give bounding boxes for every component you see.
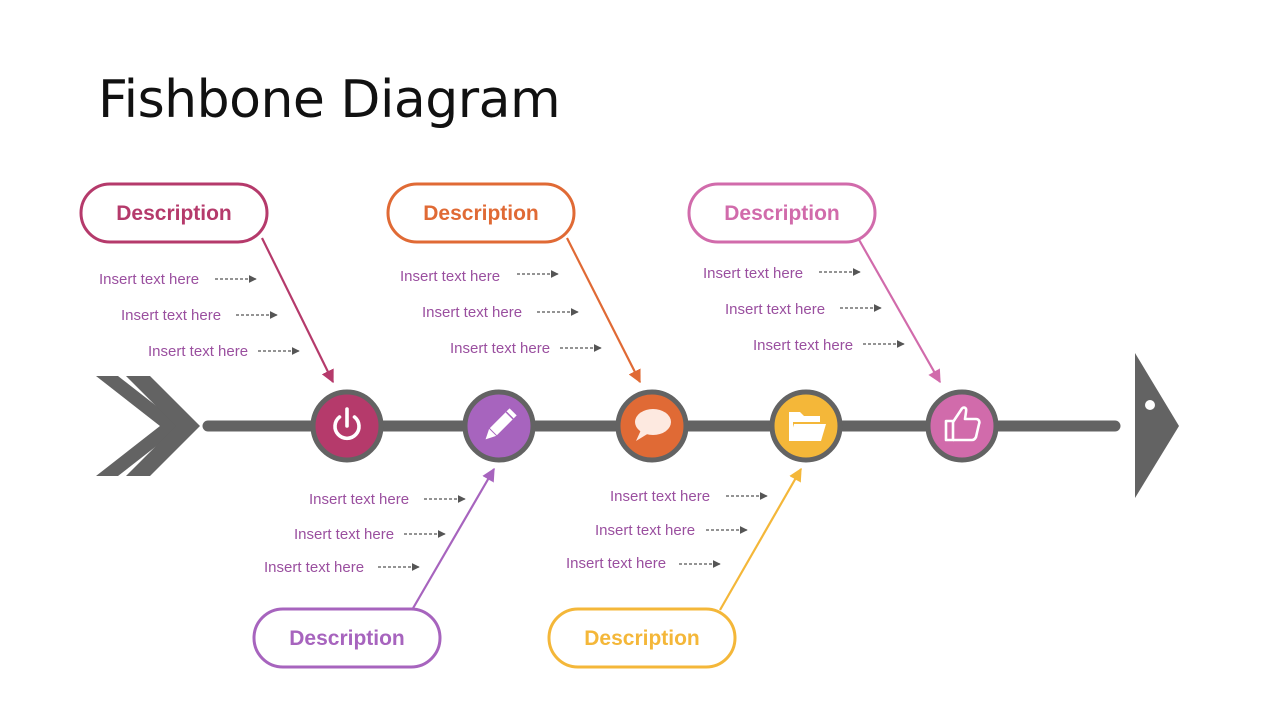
folder-open-icon — [789, 412, 826, 441]
item-arrows — [215, 268, 905, 571]
spine-node-2 — [462, 389, 536, 463]
branch-line-bottom-2 — [719, 467, 802, 611]
branch-item-text: Insert text here — [264, 559, 364, 576]
branch-line-top-2 — [566, 237, 641, 384]
branch-item-text: Insert text here — [725, 301, 825, 318]
branch-item-text: Insert text here — [753, 337, 853, 354]
description-pill-bottom-1: Description — [252, 607, 442, 669]
fish-head — [1135, 353, 1179, 498]
description-pills: Description Description Description Desc… — [79, 182, 877, 669]
spine-node-4 — [769, 389, 843, 463]
pencil-icon — [485, 408, 517, 440]
branch-item-text: Insert text here — [450, 340, 550, 357]
description-label: Description — [724, 202, 840, 225]
branch-item-text: Insert text here — [121, 307, 221, 324]
spine-node-5 — [925, 389, 999, 463]
branch-lines — [261, 237, 941, 611]
branch-item-text: Insert text here — [309, 491, 409, 508]
spine-node-3 — [615, 389, 689, 463]
description-pill-top-1: Description — [79, 182, 269, 244]
description-label: Description — [423, 202, 539, 225]
branch-item-text: Insert text here — [99, 271, 199, 288]
branch-item-text: Insert text here — [703, 265, 803, 282]
branch-item-text: Insert text here — [610, 488, 710, 505]
branch-item-text: Insert text here — [422, 304, 522, 321]
fish-eye — [1145, 400, 1155, 410]
branch-line-bottom-1 — [411, 467, 495, 611]
thumbs-up-icon — [944, 406, 981, 442]
description-label: Description — [116, 202, 232, 225]
spine-nodes — [310, 389, 999, 463]
branch-item-text: Insert text here — [595, 522, 695, 539]
description-label: Description — [584, 627, 700, 650]
description-pill-top-2: Description — [386, 182, 576, 244]
description-pill-bottom-2: Description — [547, 607, 737, 669]
description-pill-top-3: Description — [687, 182, 877, 244]
branch-line-top-1 — [261, 237, 334, 384]
fish-tail — [96, 376, 212, 476]
branch-line-top-3 — [857, 237, 941, 384]
power-icon — [333, 407, 361, 441]
speech-bubble-icon — [635, 409, 671, 441]
branch-item-text: Insert text here — [566, 555, 666, 572]
branch-items: Insert text here Insert text here Insert… — [99, 265, 853, 576]
branch-item-text: Insert text here — [400, 268, 500, 285]
page-title: Fishbone Diagram — [98, 70, 561, 130]
branch-item-text: Insert text here — [294, 526, 394, 543]
branch-item-text: Insert text here — [148, 343, 248, 360]
spine-node-1 — [310, 389, 384, 463]
description-label: Description — [289, 627, 405, 650]
